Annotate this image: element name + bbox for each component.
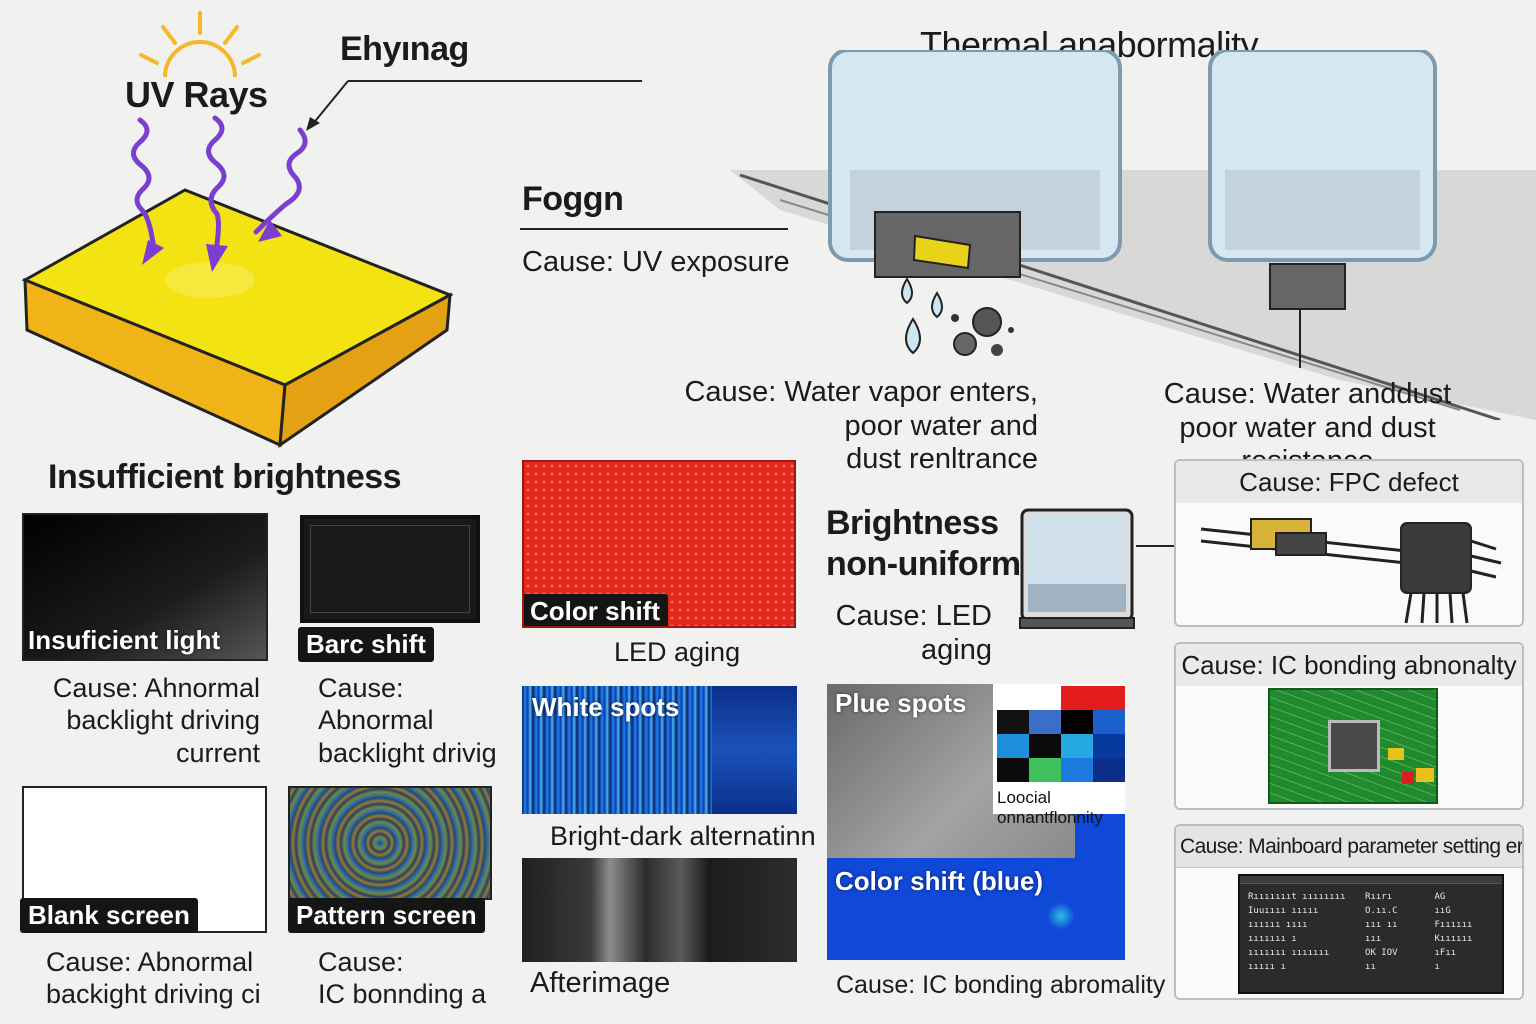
mainboard-cause: Cause: Mainboard parameter setting error — [1176, 826, 1522, 868]
terminal-cell: ııı — [1365, 934, 1382, 944]
terminal-row: Iuuıııı ııııı O.ıı.C ııG — [1248, 904, 1494, 918]
terminal-cell: ıFıı — [1434, 948, 1457, 958]
blue-composite-screen: Plue spots Loocial onnantflonnity Color … — [827, 684, 1125, 960]
connector-line — [1136, 545, 1176, 547]
fpc-cause: Cause: FPC defect — [1176, 461, 1522, 503]
terminal-cell: ı — [1434, 962, 1440, 972]
afterimage-label: Afterimage — [530, 967, 671, 999]
non-uniformity-cause: Cause: LED aging — [835, 600, 992, 666]
pcb-board — [1268, 688, 1438, 804]
insufficient-light-label: Insuficient light — [28, 625, 221, 655]
white-spots-label: White spots — [532, 692, 680, 722]
yellow-panel — [21, 188, 454, 449]
blank-screen-label: Blank screen — [20, 898, 198, 933]
dust-icon — [951, 307, 1014, 356]
white-spots-screen: White spots — [522, 686, 797, 814]
fogging-cause: Cause: UV exposure — [522, 246, 790, 278]
terminal-cell: ııı ıı — [1365, 920, 1398, 930]
insufficient-brightness-title: Insufficient brightness — [48, 458, 402, 496]
local-nonuniformity-label: Loocial onnantflonnity — [997, 788, 1103, 827]
water-cause-left: Cause: Water vapor enters, poor water an… — [684, 376, 1038, 476]
terminal-row: ııııııı ııııııı OK IOV ıFıı — [1248, 946, 1494, 960]
fogging-underline — [520, 228, 788, 230]
color-shift-screen: Color shift — [522, 460, 796, 628]
pattern-screen-cause: Cause: IC bonnding a — [318, 947, 487, 1010]
terminal-cell: Kıııııı — [1434, 934, 1473, 944]
terminal-cell: O.ıı.C — [1365, 906, 1398, 916]
mainboard-card: Cause: Mainboard parameter setting error… — [1174, 824, 1524, 1000]
blank-screen-cause: Cause: Abnormal backight driving ci — [46, 947, 261, 1010]
ic-bonding-card: Cause: IC bonding abnonalty — [1174, 642, 1524, 810]
color-shift-label: Color shift — [524, 594, 668, 626]
white-spots-caption: Bright-dark alternatinn — [550, 821, 816, 851]
blue-cause: Cause: IC bonding abromality — [836, 971, 1166, 999]
fpc-defect-card: Cause: FPC defect — [1174, 459, 1524, 627]
terminal-cell: Rıııııııt ıııııııı — [1248, 892, 1346, 902]
fogging-title: Foggn — [522, 180, 624, 218]
uv-arrow-icon — [131, 115, 308, 272]
leader-line — [306, 80, 642, 131]
chip-icon — [1200, 518, 1502, 624]
yellowing-title: Ehyınag — [340, 30, 469, 68]
terminal-row: ııııııı ı ııı Kıııııı — [1248, 932, 1494, 946]
afterimage-screen — [522, 858, 797, 962]
terminal-cell: ıı — [1365, 962, 1376, 972]
insufficient-light-cause: Cause: Ahnormal backlight driving curren… — [52, 673, 260, 768]
terminal-window: Rıııııııt ıııııııı Rıırı AG Iuuıııı ııııı O.… — [1238, 874, 1504, 994]
pattern-screen — [288, 786, 492, 900]
terminal-row: ıııııı ıııı ııı ıı Fıııııı — [1248, 918, 1494, 932]
sun-icon — [139, 11, 261, 78]
plue-spots-label: Plue spots — [835, 688, 967, 718]
blue-color-shift-label: Color shift (blue) — [835, 866, 1043, 896]
insufficient-light-screen: Insuficient light — [22, 513, 268, 661]
terminal-cell: OK IOV — [1365, 948, 1398, 958]
ic-bonding-cause: Cause: IC bonding abnonalty — [1176, 644, 1522, 686]
barc-shift-screen — [300, 515, 480, 623]
terminal-cell: ıııııı ıııı — [1248, 920, 1308, 930]
monitor-icon — [1019, 508, 1135, 629]
terminal-cell: ııııı ı — [1248, 962, 1286, 972]
terminal-cell: ııııııı ııııııı — [1248, 948, 1330, 958]
barc-shift-cause: Cause: Abnormal backlight drivig — [318, 673, 497, 768]
terminal-cell: ııııııı ı — [1248, 934, 1297, 944]
barc-shift-label: Barc shift — [298, 627, 434, 662]
terminal-cell: AG — [1434, 892, 1446, 902]
color-shift-cause: LED aging — [614, 637, 741, 667]
terminal-cell: Iuuıııı ııııı — [1248, 906, 1319, 916]
uv-rays-label: UV Rays — [125, 74, 268, 115]
terminal-cell: Fıııııı — [1434, 920, 1473, 930]
fogged-enclosures — [730, 50, 1536, 420]
terminal-cell: Rıırı — [1365, 892, 1393, 902]
pattern-screen-label: Pattern screen — [288, 898, 485, 933]
terminal-row: Rıııııııt ıııııııı Rıırı AG — [1248, 890, 1494, 904]
terminal-cell: ııG — [1434, 906, 1451, 916]
water-drop-icon — [901, 277, 943, 355]
